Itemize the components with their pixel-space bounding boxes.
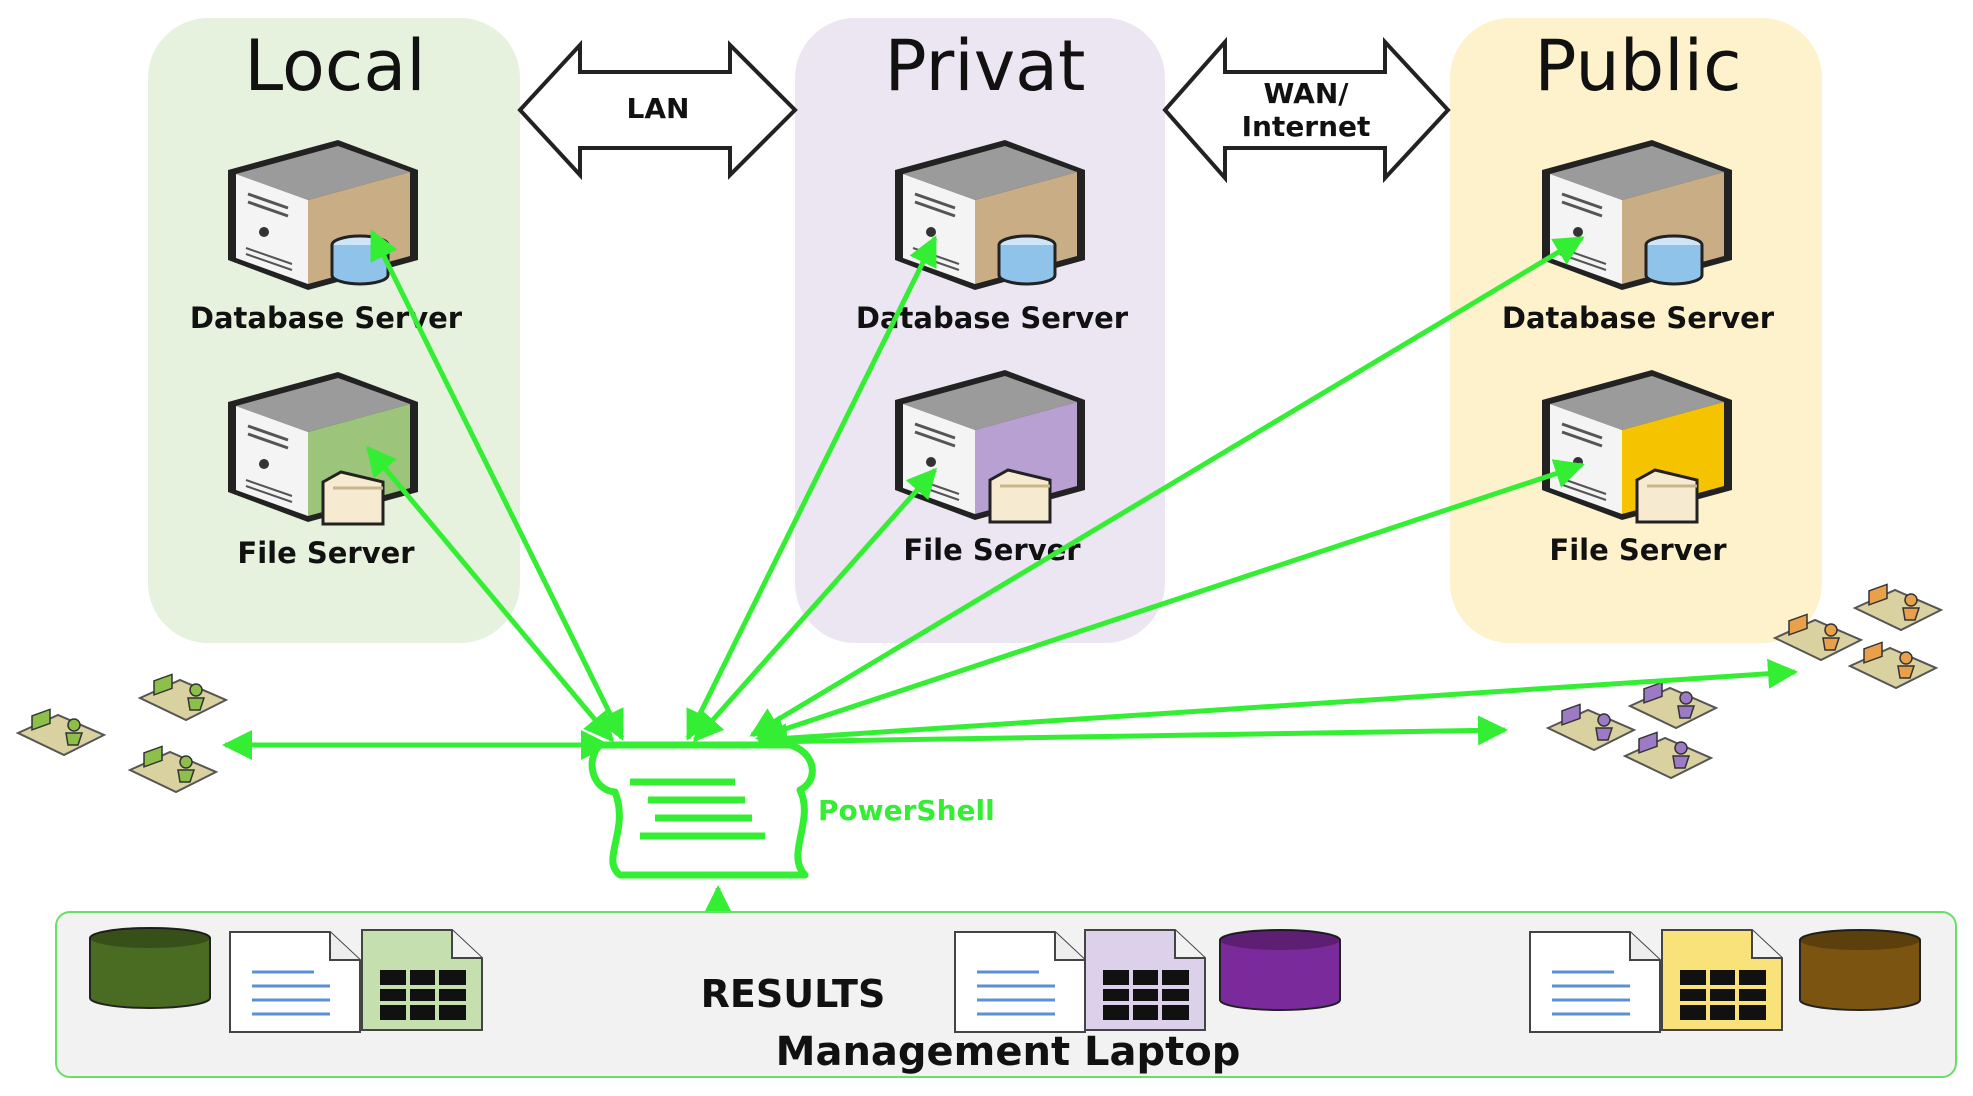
connection-arrows bbox=[222, 229, 1798, 948]
privat-result-database-cylinder-icon bbox=[1219, 929, 1341, 1011]
local-file-server-label: File Server bbox=[237, 536, 415, 570]
lan-double-arrow-icon bbox=[517, 39, 798, 181]
privat-result-spreadsheet-icon bbox=[1083, 928, 1207, 1032]
arrow-to-public-workstations bbox=[757, 658, 1798, 754]
zone-title-local: Local bbox=[244, 25, 425, 107]
privat-file-server-label: File Server bbox=[903, 533, 1081, 567]
results-label: RESULTS bbox=[701, 972, 886, 1016]
arrow-to-local-file bbox=[366, 445, 614, 743]
local-result-spreadsheet-icon bbox=[360, 928, 484, 1032]
public-result-document-icon bbox=[1528, 930, 1662, 1034]
local-result-database-cylinder-icon bbox=[89, 927, 211, 1009]
wan-double-arrow-icon bbox=[1162, 36, 1451, 184]
local-result-document-icon bbox=[228, 930, 362, 1034]
privat-result-document-icon bbox=[953, 930, 1087, 1034]
public-file-server-label: File Server bbox=[1549, 533, 1727, 567]
management-laptop-label: Management Laptop bbox=[776, 1029, 1241, 1075]
privat-workstation-group-icon bbox=[1547, 681, 1717, 779]
public-result-database-cylinder-icon bbox=[1799, 929, 1921, 1011]
wan-label-line1: WAN/ bbox=[1264, 77, 1350, 110]
zone-title-public: Public bbox=[1534, 25, 1741, 107]
public-database-server-icon bbox=[1540, 138, 1734, 292]
wan-label-line2: Internet bbox=[1242, 110, 1371, 143]
public-result-spreadsheet-icon bbox=[1660, 928, 1784, 1032]
powershell-label: PowerShell bbox=[818, 794, 995, 827]
powershell-scroll-icon bbox=[588, 741, 816, 879]
public-database-server-label: Database Server bbox=[1502, 301, 1775, 335]
lan-label: LAN bbox=[627, 92, 690, 125]
zone-title-privat: Privat bbox=[885, 25, 1086, 107]
privat-database-server-icon bbox=[893, 138, 1087, 292]
local-workstation-group-icon bbox=[17, 673, 227, 793]
